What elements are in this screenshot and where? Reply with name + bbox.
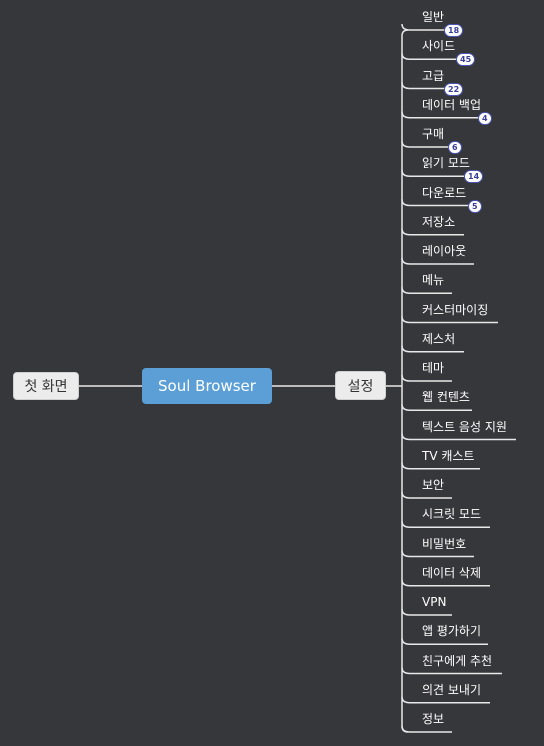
subtopic-5[interactable]: 읽기 모드: [422, 156, 470, 171]
connector-leaf: [401, 521, 490, 528]
subtopic-14[interactable]: 텍스트 음성 지원: [422, 419, 507, 434]
connector-leaf: [401, 725, 452, 733]
connector-leaf: [401, 111, 482, 119]
subtopic-8[interactable]: 레이아웃: [422, 244, 467, 258]
first-screen-label: 첫 화면: [24, 379, 68, 395]
subtopic-12[interactable]: 테마: [422, 361, 445, 375]
connector-leaf: [401, 491, 452, 499]
collapsed-count-badge[interactable]: 18: [444, 24, 464, 37]
connector-leaf: [401, 696, 490, 704]
collapsed-count-badge[interactable]: 14: [464, 170, 484, 184]
subtopic-3[interactable]: 데이터 백업: [422, 97, 482, 112]
subtopic-24[interactable]: 정보: [422, 712, 445, 726]
subtopic-0[interactable]: 일반: [422, 10, 445, 24]
connector-leaf: [401, 579, 490, 587]
subtopic-15[interactable]: TV 캐스트: [422, 448, 475, 463]
connector-leaf: [401, 404, 472, 411]
connector-leaf: [401, 23, 452, 31]
connector-leaf: [401, 140, 452, 148]
connector-leaf: [401, 257, 474, 265]
subtopic-9[interactable]: 메뉴: [422, 273, 445, 288]
connector-leaf: [401, 374, 452, 382]
subtopic-6[interactable]: 다운로드: [422, 185, 467, 200]
root-topic-node[interactable]: Soul Browser: [142, 368, 272, 404]
connector-leaf: [401, 433, 516, 441]
connector-leaf: [401, 345, 464, 353]
subtopic-22[interactable]: 친구에게 추천: [422, 653, 493, 668]
subtopic-16[interactable]: 보안: [422, 478, 445, 492]
root-topic-label: Soul Browser: [158, 377, 256, 395]
first-screen-node[interactable]: 첫 화면: [13, 372, 79, 400]
subtopic-7[interactable]: 저장소: [422, 214, 456, 229]
connector-leaf: [401, 638, 488, 645]
connector-leaf: [401, 170, 472, 177]
connector-leaf: [401, 608, 452, 616]
connector-leaf: [401, 82, 452, 90]
collapsed-count-badge[interactable]: 6: [448, 141, 462, 154]
settings-label: 설정: [347, 378, 374, 395]
collapsed-count-badge[interactable]: 45: [456, 53, 476, 67]
subtopic-13[interactable]: 웹 컨텐츠: [422, 390, 470, 405]
subtopic-10[interactable]: 커스터마이징: [422, 302, 489, 317]
subtopic-17[interactable]: 시크릿 모드: [422, 507, 482, 522]
collapsed-count-badge[interactable]: 4: [478, 111, 492, 125]
subtopic-11[interactable]: 제스처: [422, 331, 456, 346]
connector-leaf: [401, 228, 464, 236]
subtopic-1[interactable]: 사이드: [422, 39, 456, 54]
connector-leaf: [401, 667, 502, 675]
connector-leaf: [401, 550, 474, 558]
subtopic-20[interactable]: VPN: [422, 595, 447, 609]
subtopic-2[interactable]: 고급: [422, 68, 445, 83]
subtopic-23[interactable]: 의견 보내기: [422, 682, 482, 697]
connector-leaf: [401, 287, 452, 294]
subtopic-21[interactable]: 앱 평가하기: [422, 624, 482, 639]
subtopic-4[interactable]: 구매: [422, 127, 445, 141]
connector-leaf: [401, 53, 464, 60]
collapsed-count-badge[interactable]: 22: [444, 82, 464, 96]
subtopic-18[interactable]: 비밀번호: [422, 536, 467, 551]
connector-leaf: [401, 462, 480, 470]
settings-node[interactable]: 설정: [335, 371, 386, 400]
collapsed-count-badge[interactable]: 5: [468, 199, 482, 213]
subtopic-19[interactable]: 데이터 삭제: [422, 565, 482, 580]
connector-leaf: [401, 199, 472, 207]
connector-leaf: [401, 316, 498, 324]
